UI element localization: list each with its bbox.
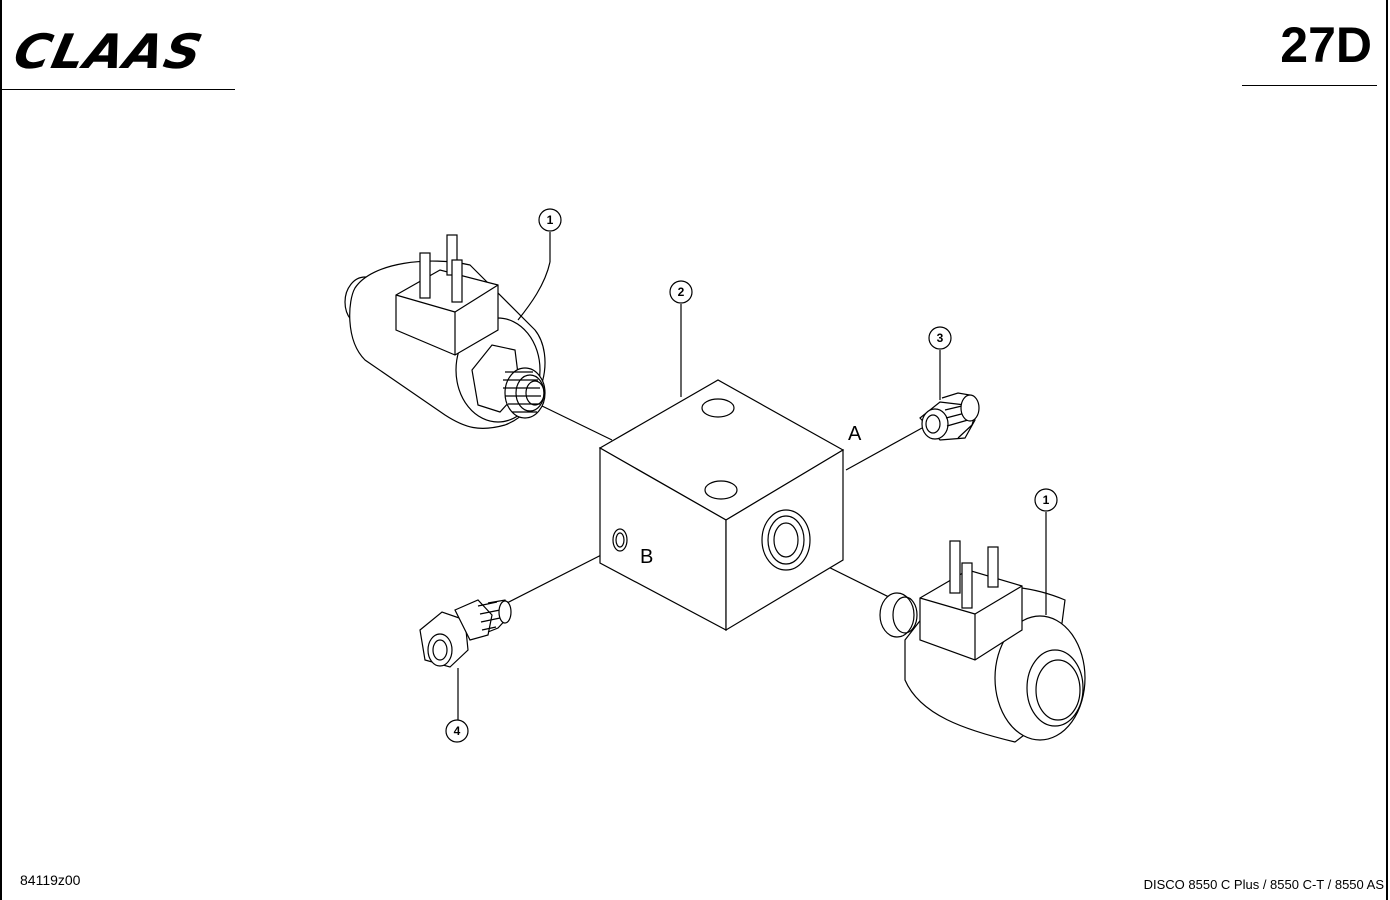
solenoid-coil-lower [879, 540, 1086, 743]
right-border [1386, 0, 1388, 900]
leader-solenoid-left [539, 404, 613, 441]
leader-fitting-b [504, 547, 616, 605]
solenoid-coil-upper [344, 234, 546, 430]
callout-1a-circle [538, 208, 562, 232]
callout-1a-curve [517, 261, 551, 321]
callout-1b-circle [1034, 488, 1058, 512]
valve-block [598, 379, 845, 632]
fitting-b [419, 599, 512, 668]
callout-3-circle [928, 326, 952, 350]
top-right-rule [1242, 85, 1377, 86]
callout-1b: 1 [1043, 493, 1050, 507]
callout-4-circle [445, 719, 469, 743]
fitting-a [919, 392, 980, 441]
callout-1a: 1 [547, 213, 554, 227]
callout-4: 4 [454, 724, 461, 738]
drawing-reference: 84119z00 [20, 872, 81, 888]
leader-fitting-a [845, 427, 923, 471]
callout-2: 2 [678, 285, 685, 299]
port-label-a: A [848, 423, 862, 445]
top-left-rule [0, 89, 235, 90]
callout-3: 3 [937, 331, 944, 345]
callout-2-circle [669, 280, 693, 304]
left-border [0, 0, 2, 900]
port-label-b: B [640, 546, 653, 568]
model-list: DISCO 8550 C Plus / 8550 C-T / 8550 AS [1143, 877, 1384, 892]
page-number: 27D [1280, 17, 1372, 73]
